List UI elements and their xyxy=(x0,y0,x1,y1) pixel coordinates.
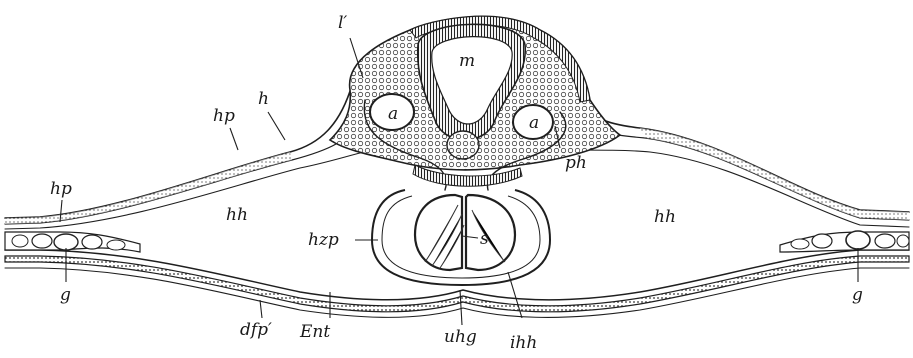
notochord xyxy=(447,131,479,159)
label-m: m xyxy=(459,51,475,71)
label-hp-left: hp xyxy=(50,179,72,199)
label-ph: ph xyxy=(565,153,587,173)
upper-body-wall-left xyxy=(5,85,372,229)
vitelline-vessels-left xyxy=(5,232,140,252)
label-uhg: uhg xyxy=(444,327,477,347)
label-l-prime: l′ xyxy=(338,13,347,33)
label-s: s xyxy=(480,229,489,249)
label-hzp: hzp xyxy=(308,230,339,250)
label-hp-upper: hp xyxy=(213,106,235,126)
label-ihh: ihh xyxy=(510,333,537,353)
upper-body-wall-right xyxy=(560,96,909,227)
label-a-right: a xyxy=(529,113,539,133)
label-g-left: g xyxy=(60,285,71,305)
label-h: h xyxy=(258,89,269,109)
label-hh-left: hh xyxy=(226,205,248,225)
label-hh-right: hh xyxy=(654,207,676,227)
label-a-left: a xyxy=(388,104,398,124)
endocardial-tube-right xyxy=(466,195,515,270)
label-ent: Ent xyxy=(299,322,330,342)
endocardial-tube-left xyxy=(415,195,462,270)
label-g-right: g xyxy=(852,285,863,305)
vitelline-vessels-right xyxy=(780,231,909,252)
label-dfp: dfp′ xyxy=(240,320,272,340)
heart xyxy=(372,190,550,285)
